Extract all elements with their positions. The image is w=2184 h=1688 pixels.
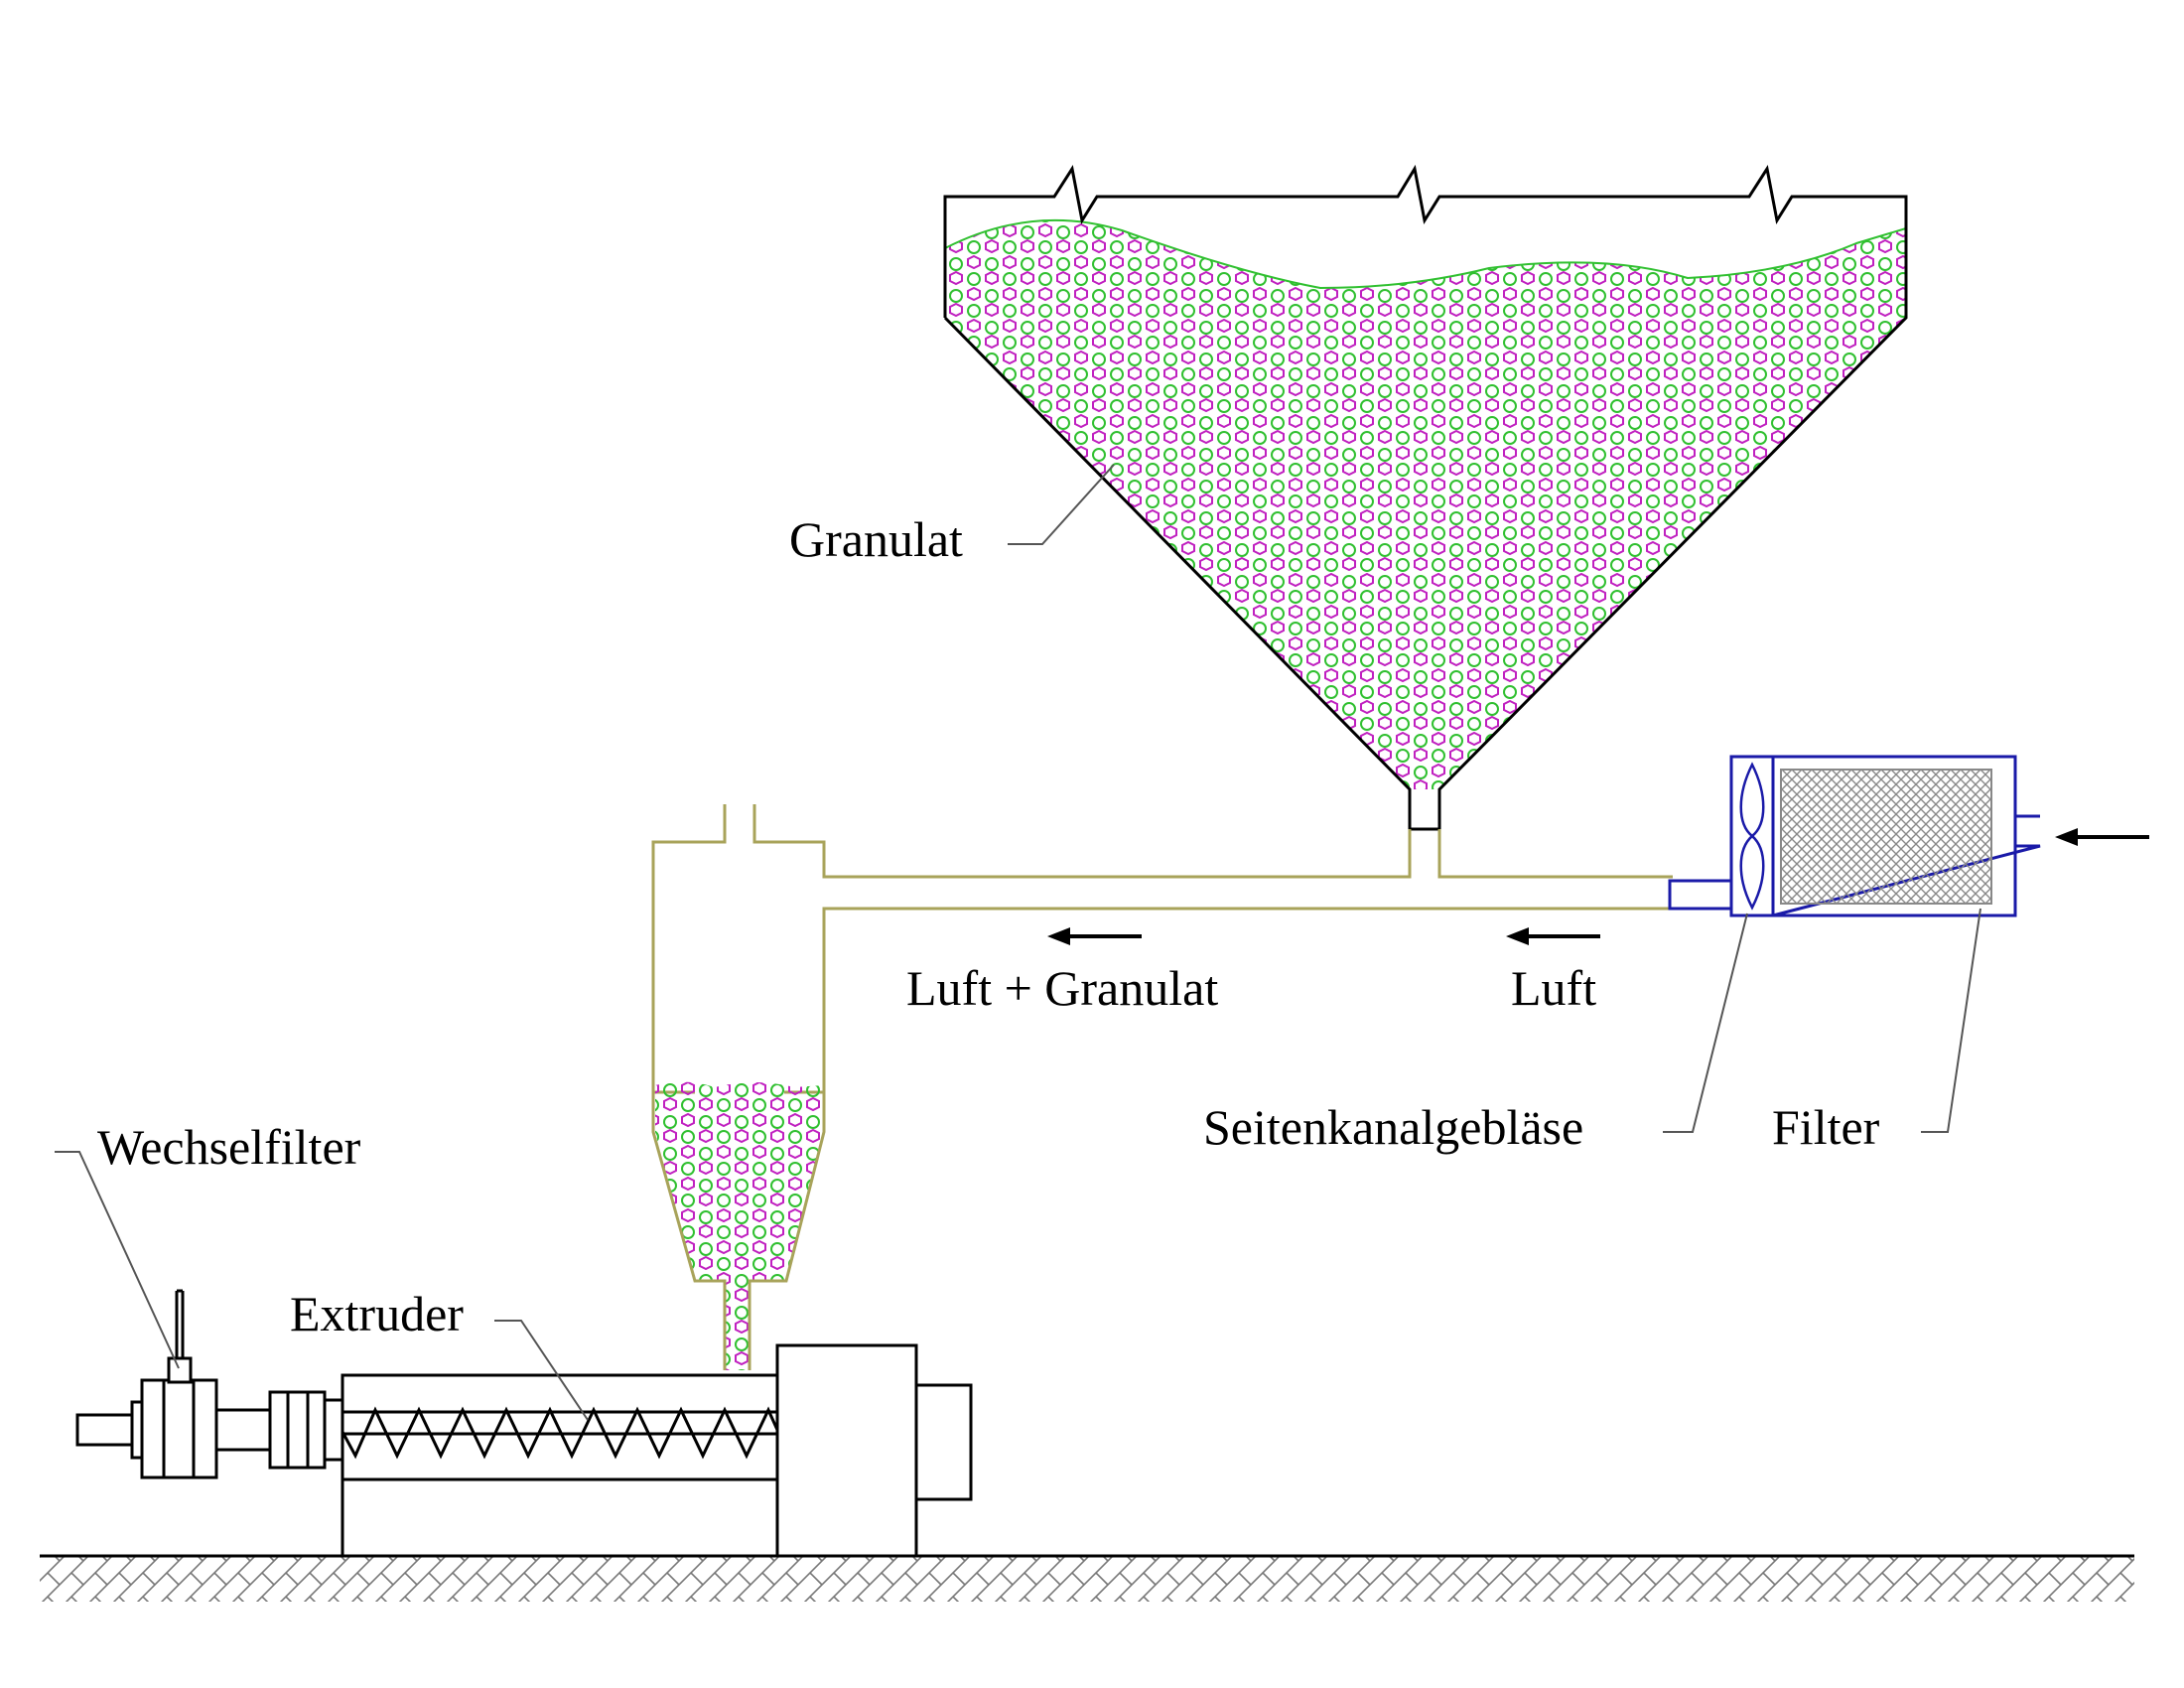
- label-luft-granulat: Luft + Granulat: [906, 960, 1218, 1016]
- blower-filter-unit: [1668, 755, 2041, 917]
- extruder-flange: [268, 1390, 327, 1470]
- arrow-left-icon: [1506, 927, 1600, 945]
- labels: Granulat Luft + Granulat Luft Seitenkana…: [97, 511, 1880, 1341]
- label-seitenkanalgeblaese: Seitenkanalgebläse: [1203, 1099, 1583, 1155]
- conveying-pipe: [651, 804, 1703, 1094]
- cyclone-hopper: [651, 1081, 826, 1370]
- ground: [40, 1554, 2134, 1602]
- fan-icon: [1739, 762, 1765, 911]
- label-granulat: Granulat: [789, 511, 963, 567]
- arrow-left-icon: [1047, 927, 1142, 945]
- wechselfilter-screen-changer: [75, 1289, 218, 1479]
- leader-lines: [55, 464, 1981, 1421]
- label-filter: Filter: [1772, 1099, 1880, 1155]
- label-wechselfilter: Wechselfilter: [97, 1119, 361, 1175]
- hopper-granulate-fill: [655, 1081, 824, 1370]
- silo-granulate-surface: [944, 218, 1907, 290]
- arrow-left-icon: [2055, 828, 2149, 846]
- label-luft: Luft: [1511, 960, 1596, 1016]
- flow-arrows: [1047, 828, 2149, 945]
- blower-inlet: [1668, 879, 1733, 911]
- silo: [943, 164, 1908, 831]
- extruder-drive: [775, 1343, 918, 1558]
- extruder-barrel: [341, 1373, 779, 1558]
- extruder: [214, 1343, 973, 1558]
- filter-element: [1780, 769, 1992, 905]
- silo-outline: [943, 164, 1908, 831]
- extruder-motor: [914, 1383, 973, 1501]
- label-extruder: Extruder: [290, 1286, 464, 1341]
- silo-granulate-fill: [945, 219, 1906, 789]
